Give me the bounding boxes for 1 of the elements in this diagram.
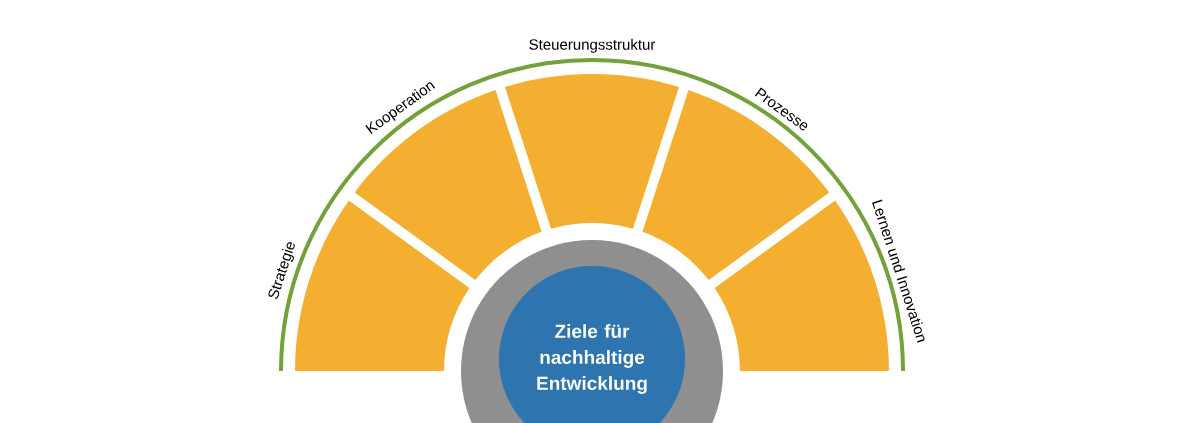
segment-label: Steuerungsstruktur (529, 38, 656, 53)
